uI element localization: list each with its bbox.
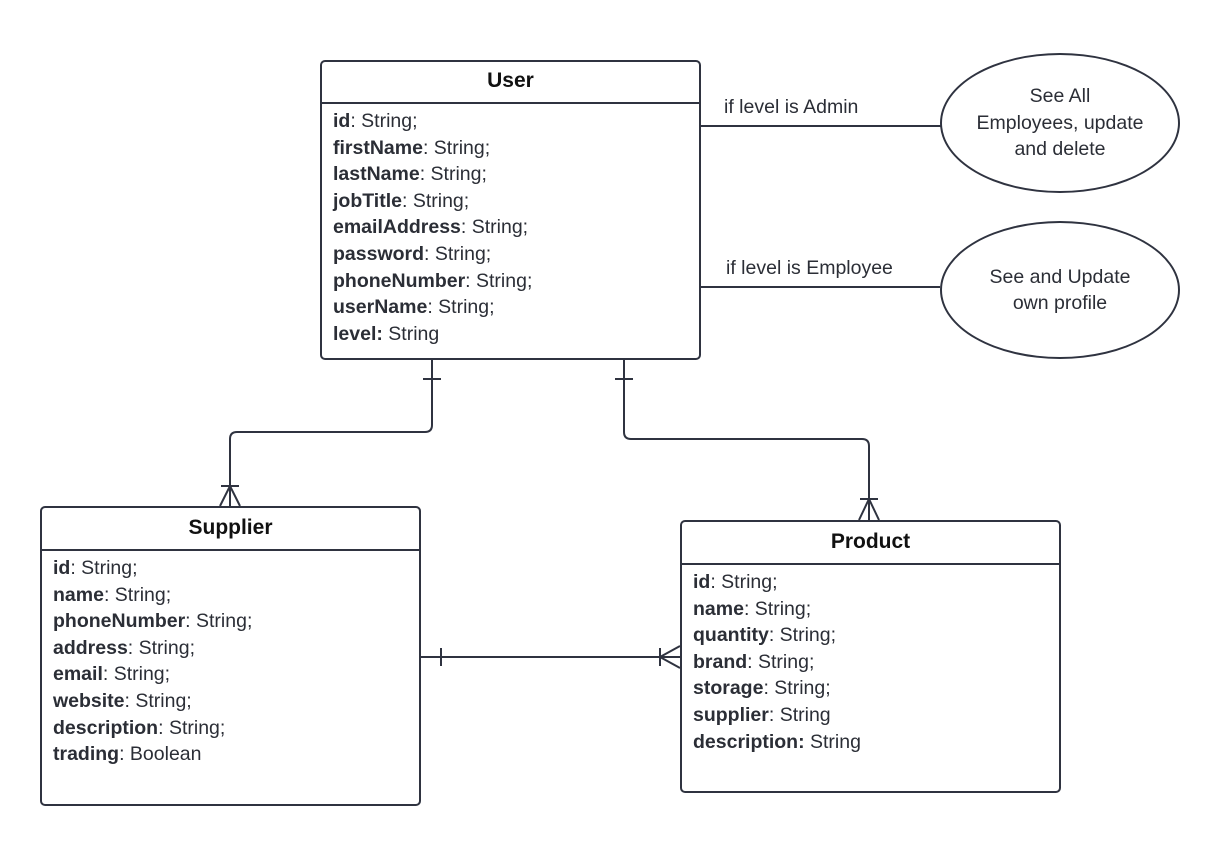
field-type: : String; — [419, 163, 487, 186]
product-field-list: id: String; name: String; quantity: Stri… — [682, 565, 1059, 755]
field-name: supplier — [693, 703, 769, 726]
product-entity: Product id: String; name: String; quanti… — [680, 520, 1061, 793]
field-name: emailAddress — [333, 216, 461, 239]
field-type: : String — [768, 703, 831, 726]
admin-note-line: See All — [1029, 85, 1091, 108]
supplier-product-crowfoot — [657, 645, 681, 669]
field-name: name — [693, 597, 744, 620]
user-field: emailAddress: String; — [333, 214, 699, 241]
field-type: String — [382, 322, 440, 345]
user-field: phoneNumber: String; — [333, 268, 699, 295]
user-product-connector — [623, 360, 870, 520]
field-type: String — [804, 730, 861, 753]
product-field: brand: String; — [693, 649, 1059, 676]
user-field: firstName: String; — [333, 135, 699, 162]
product-field: storage: String; — [693, 675, 1059, 702]
field-type: : String; — [710, 571, 778, 593]
field-type: : String; — [422, 136, 491, 159]
admin-note-line: Employees, update — [976, 111, 1144, 134]
field-type: : String; — [743, 597, 812, 620]
field-type: : String; — [465, 269, 533, 292]
employee-note-line: own profile — [1012, 292, 1108, 314]
user-supplier-connector — [229, 360, 433, 506]
field-name: address — [53, 636, 128, 659]
field-type: : String; — [401, 189, 470, 212]
supplier-field: address: String; — [53, 635, 419, 662]
field-name: userName — [333, 296, 428, 319]
product-field: supplier: String — [693, 702, 1059, 729]
user-entity-title: User — [322, 62, 699, 104]
field-name: phoneNumber — [333, 269, 466, 292]
product-field: description: String — [693, 729, 1059, 756]
field-name: description — [53, 716, 159, 739]
field-name: name — [53, 583, 104, 606]
field-type: : String; — [747, 650, 815, 673]
field-name: id — [333, 110, 351, 132]
field-type: : String; — [763, 677, 831, 700]
field-type: : String; — [127, 636, 195, 659]
admin-note-line: and delete — [1014, 138, 1106, 161]
user-field: level: String — [333, 321, 699, 348]
field-name: brand — [693, 650, 748, 673]
field-name: trading — [53, 743, 120, 766]
admin-relation-label: if level is Admin — [724, 96, 859, 118]
supplier-field: email: String; — [53, 661, 419, 688]
field-name: description: — [693, 730, 805, 753]
supplier-entity: Supplier id: String; name: String; phone… — [40, 506, 421, 806]
field-type: : String; — [102, 663, 171, 686]
user-field: jobTitle: String; — [333, 188, 699, 215]
admin-permissions-note: See All Employees, update and delete — [940, 53, 1180, 193]
field-name: email — [53, 663, 103, 686]
field-type: : String; — [124, 689, 192, 712]
employee-permissions-note: See and Update own profile — [940, 221, 1180, 359]
field-name: password — [333, 242, 425, 265]
product-field: name: String; — [693, 596, 1059, 623]
supplier-field-list: id: String; name: String; phoneNumber: S… — [42, 551, 419, 768]
product-field: id: String; — [693, 569, 1059, 596]
user-field: id: String; — [333, 108, 699, 135]
user-field: lastName: String; — [333, 161, 699, 188]
field-name: lastName — [333, 163, 420, 186]
supplier-field: name: String; — [53, 582, 419, 609]
field-type: : String; — [350, 110, 418, 132]
field-type: : String; — [460, 216, 529, 239]
field-type: : String; — [103, 583, 172, 606]
field-name: id — [53, 557, 71, 579]
user-product-crowfoot — [858, 496, 880, 521]
user-field: userName: String; — [333, 294, 699, 321]
supplier-field: trading: Boolean — [53, 741, 419, 768]
field-name: website — [53, 689, 125, 712]
field-name: level: — [333, 322, 383, 345]
field-type: : String; — [424, 242, 492, 265]
product-entity-title: Product — [682, 522, 1059, 565]
field-name: firstName — [333, 136, 423, 159]
supplier-field: website: String; — [53, 688, 419, 715]
employee-relation-label: if level is Employee — [726, 257, 893, 279]
product-field: quantity: String; — [693, 622, 1059, 649]
field-name: jobTitle — [333, 189, 402, 212]
field-type: : String; — [768, 624, 837, 647]
field-name: phoneNumber — [53, 610, 186, 633]
field-type: : String; — [158, 716, 226, 739]
user-field-list: id: String; firstName: String; lastName:… — [322, 104, 699, 347]
supplier-field: phoneNumber: String; — [53, 608, 419, 635]
user-entity: User id: String; firstName: String; last… — [320, 60, 701, 360]
user-field: password: String; — [333, 241, 699, 268]
supplier-field: description: String; — [53, 715, 419, 742]
field-name: storage — [693, 677, 764, 700]
field-type: : String; — [70, 557, 138, 579]
field-type: : Boolean — [119, 743, 202, 766]
user-supplier-crowfoot — [219, 483, 241, 507]
supplier-entity-title: Supplier — [42, 508, 419, 551]
employee-note-line: See and Update — [989, 265, 1131, 288]
field-type: : String; — [427, 296, 495, 319]
field-name: quantity — [693, 624, 769, 647]
field-name: id — [693, 571, 711, 593]
supplier-field: id: String; — [53, 555, 419, 582]
field-type: : String; — [185, 610, 253, 633]
